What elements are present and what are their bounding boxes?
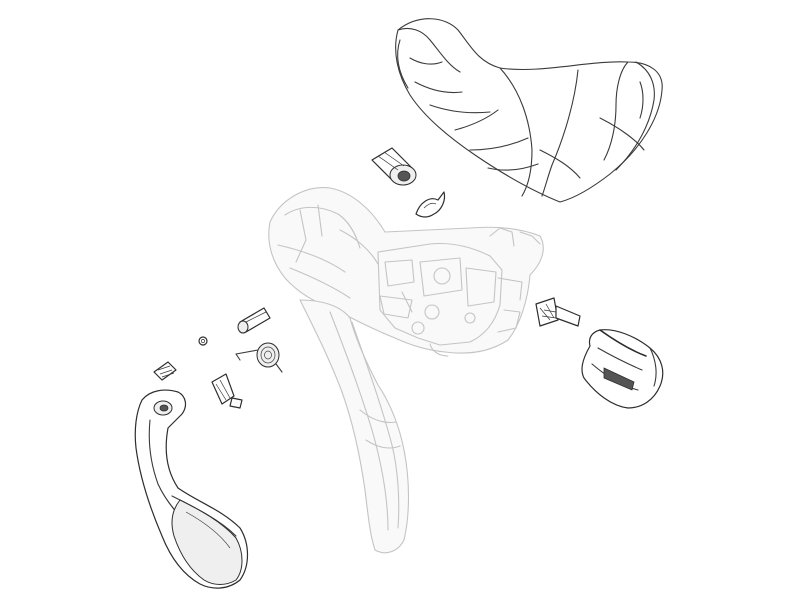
- hollow-bushing: [371, 147, 417, 186]
- shift-paddle: [134, 389, 249, 589]
- grub-screw: [153, 361, 177, 381]
- hood-cover: [395, 18, 663, 203]
- torsion-spring: [235, 342, 283, 373]
- small-washer: [198, 336, 208, 346]
- shifter-lever-body: [268, 187, 544, 554]
- clamp-bolt: [535, 297, 581, 327]
- handlebar-clamp: [581, 329, 664, 409]
- spring-clip: [415, 191, 446, 218]
- pawl-assembly: [211, 373, 243, 409]
- pivot-pin: [237, 307, 271, 334]
